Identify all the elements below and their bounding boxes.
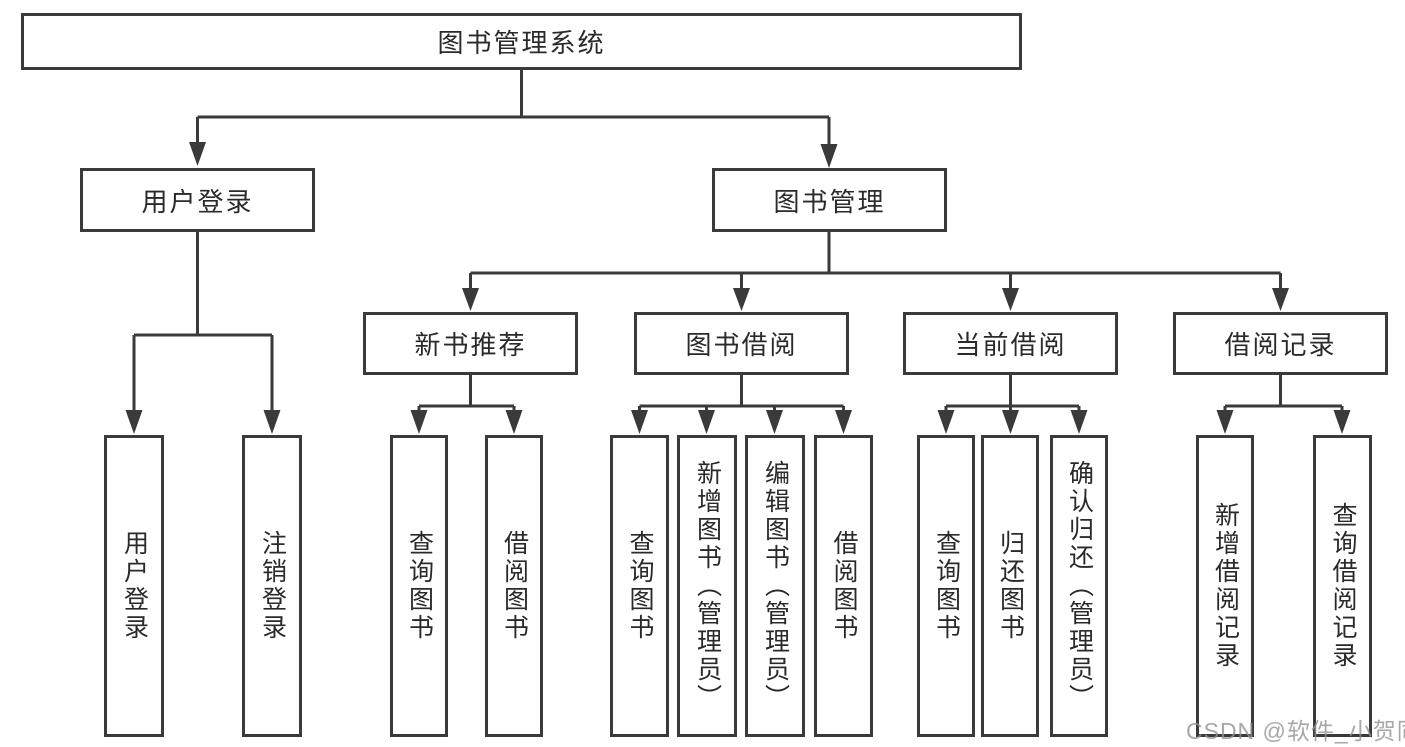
node-user-login: 用户登录 xyxy=(80,168,315,232)
node-book-management: 图书管理 xyxy=(712,168,947,232)
leaf-logout: 注销登录 xyxy=(242,435,302,737)
connector-records-children xyxy=(1223,375,1344,415)
leaf-borrow-query-book: 查询图书 xyxy=(610,435,669,737)
connector-book-mgmt-children xyxy=(469,232,1282,292)
node-new-book-recommend: 新书推荐 xyxy=(363,312,578,375)
node-borrow-records: 借阅记录 xyxy=(1173,312,1388,375)
connector-user-login-children xyxy=(132,232,274,415)
leaf-current-query-book: 查询图书 xyxy=(917,435,975,737)
leaf-newbook-borrow-book: 借阅图书 xyxy=(485,435,543,737)
leaf-borrow-borrow-book: 借阅图书 xyxy=(814,435,873,737)
leaf-user-login: 用户登录 xyxy=(104,435,164,737)
connector-new-book-children xyxy=(417,375,516,415)
leaf-records-add-record: 新增借阅记录 xyxy=(1196,435,1254,737)
leaf-borrow-edit-book-admin: 编辑图书（管理员） xyxy=(745,435,805,737)
leaf-borrow-add-book-admin: 新增图书（管理员） xyxy=(677,435,737,737)
node-current-borrow: 当前借阅 xyxy=(903,312,1118,375)
arrowheads xyxy=(125,142,1351,434)
node-book-borrow: 图书借阅 xyxy=(634,312,849,375)
leaf-records-query-record: 查询借阅记录 xyxy=(1313,435,1372,737)
connector-current-children xyxy=(944,375,1081,415)
csdn-watermark: CSDN @软件_小贺同学 xyxy=(1186,718,1405,744)
leaf-current-return-book: 归还图书 xyxy=(981,435,1039,737)
connector-borrow-children xyxy=(638,375,845,415)
node-root-system: 图书管理系统 xyxy=(21,13,1022,70)
leaf-newbook-query-book: 查询图书 xyxy=(390,435,448,737)
leaf-current-confirm-return-admin: 确认归还（管理员） xyxy=(1050,435,1108,737)
connector-root-to-level2 xyxy=(196,70,831,148)
